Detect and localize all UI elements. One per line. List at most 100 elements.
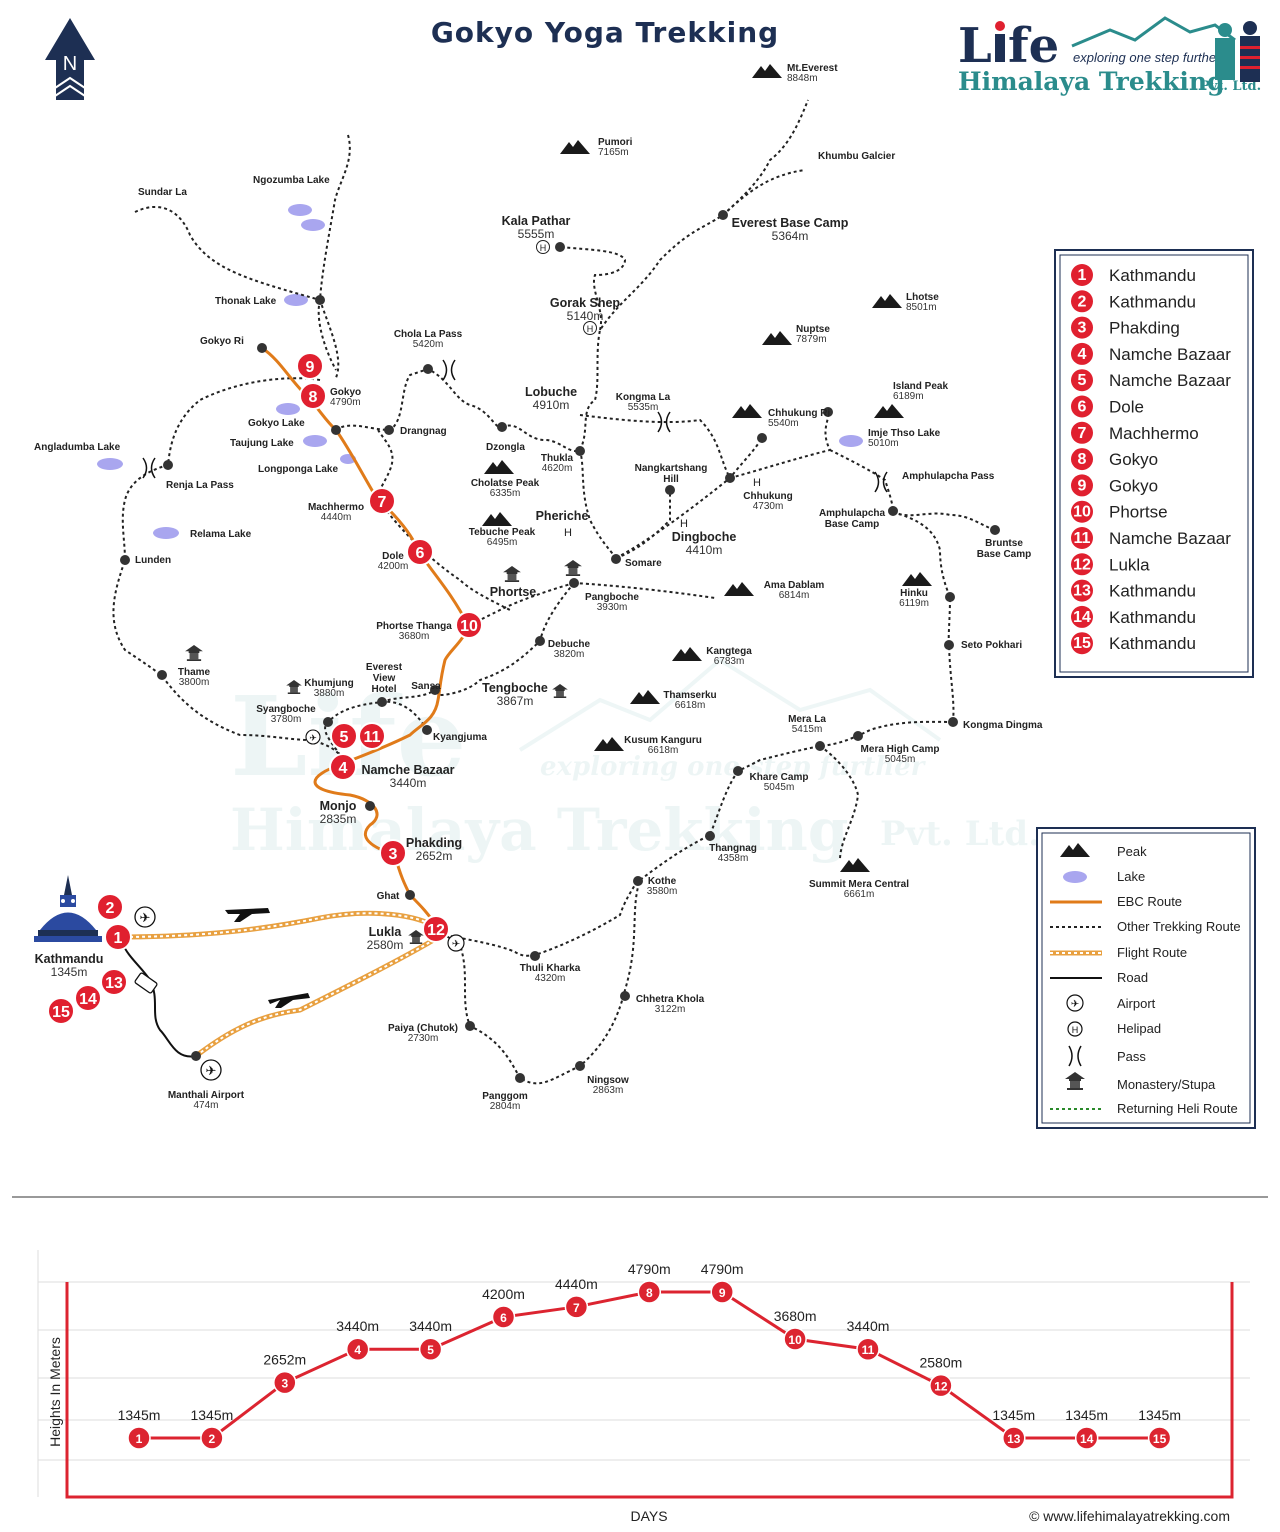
place-altitude: 8501m	[906, 302, 937, 313]
place-altitude: 7165m	[598, 147, 629, 158]
place-altitude: 4910m	[533, 398, 570, 412]
place-name: Dingboche	[672, 530, 737, 544]
place-name: Thonak Lake	[215, 296, 277, 307]
place-renja-la-pass: Renja La Pass	[166, 480, 234, 491]
place-name: Ama Dablam	[764, 580, 825, 591]
profile-point-number: 15	[1153, 1432, 1167, 1446]
peak-icon	[672, 647, 702, 661]
profile-point-label: 4200m	[482, 1286, 525, 1302]
monastery-icon	[552, 684, 568, 698]
itinerary-number: 12	[1073, 556, 1091, 573]
legend-label-pass: Pass	[1117, 1049, 1146, 1064]
place-name: Taujung Lake	[230, 438, 294, 449]
place-name: Sansa	[411, 681, 441, 692]
itinerary-number: 10	[1073, 504, 1091, 521]
place-altitude: 4790m	[330, 397, 361, 408]
day-marker-15: 15	[47, 997, 75, 1025]
plane-icon	[225, 908, 270, 922]
day-marker-number: 11	[364, 729, 381, 746]
place-altitude: 5140m	[567, 309, 604, 323]
pass-icon	[874, 471, 888, 493]
place-altitude: 5010m	[868, 438, 899, 449]
profile-point-number: 12	[934, 1380, 948, 1394]
plane-icons	[225, 908, 310, 1008]
legend-helipad-icon: H	[1067, 1021, 1083, 1037]
place-altitude: 6783m	[714, 656, 745, 667]
place-ghat: Ghat	[377, 891, 400, 902]
place-altitude: 5555m	[518, 227, 555, 241]
profile-point-number: 11	[862, 1343, 875, 1357]
profile-point-label: 2580m	[919, 1355, 962, 1371]
profile-point-label: 3440m	[336, 1318, 379, 1334]
north-label: N	[63, 53, 77, 75]
profile-point-label: 4440m	[555, 1276, 598, 1292]
place-name: Syangboche	[256, 704, 316, 715]
place-sundar-la: Sundar La	[138, 187, 187, 198]
place-altitude: 5415m	[792, 724, 823, 735]
place-lunden: Lunden	[135, 555, 171, 566]
watermark-suffix: Pvt. Ltd.	[880, 814, 1040, 854]
itinerary-number-badge	[1071, 605, 1093, 628]
svg-text:✈: ✈	[140, 911, 151, 926]
place-seto-pokhari: Seto Pokhari	[961, 640, 1022, 651]
day-marker-12: 12	[422, 915, 450, 943]
day-marker-circle	[96, 893, 124, 921]
helipad-icon: H	[583, 321, 597, 335]
day-marker-14: 14	[74, 984, 102, 1012]
day-marker-circle	[406, 538, 434, 566]
svg-text:H: H	[540, 243, 547, 253]
profile-point-circle	[1002, 1426, 1026, 1450]
profile-point-12: 12 2580m	[919, 1355, 962, 1398]
profile-point-circle	[200, 1426, 224, 1450]
day-marker-circle	[299, 382, 327, 410]
day-marker-10: 10	[455, 611, 483, 639]
place-name: Kala Pathar	[502, 214, 571, 228]
day-marker-number: 10	[460, 618, 478, 635]
place-name: Thukla	[541, 453, 574, 464]
itinerary-number-badge	[1071, 369, 1093, 392]
day-marker-number: 4	[339, 760, 348, 777]
svg-text:H: H	[587, 324, 594, 334]
place-altitude: 3580m	[647, 886, 678, 897]
place-altitude: 4410m	[686, 543, 723, 557]
place-name: Somare	[625, 558, 662, 569]
day-marker-number: 9	[306, 359, 315, 376]
place-name: Dole	[382, 551, 404, 562]
itinerary-number: 11	[1074, 530, 1091, 547]
place-altitude: 6189m	[893, 391, 924, 402]
day-marker-3: 3	[379, 839, 407, 867]
place-name: Khumjung	[304, 678, 353, 689]
helipad-icon: H	[564, 527, 572, 539]
company-logo: L fe exploring one step further Himalaya…	[958, 16, 1261, 96]
place-altitude: 5045m	[885, 754, 916, 765]
place-name: Lunden	[135, 555, 171, 566]
day-marker-number: 2	[106, 900, 115, 917]
place-name: Chhukung Ri	[768, 408, 830, 419]
